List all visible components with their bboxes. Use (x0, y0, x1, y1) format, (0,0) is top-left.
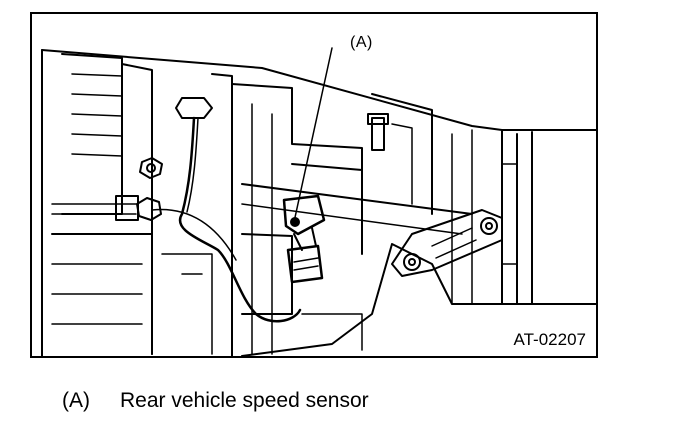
legend-description: Rear vehicle speed sensor (120, 389, 369, 412)
callout-label-a: (A) (350, 34, 373, 51)
output-housing (501, 129, 596, 305)
legend-key: (A) (62, 389, 90, 412)
figure-id: AT-02207 (513, 330, 586, 349)
callout-leader-line (293, 47, 333, 223)
legend: (A) Rear vehicle speed sensor (62, 389, 369, 413)
mounting-bracket (391, 209, 503, 277)
transmission-case (41, 49, 503, 356)
transmission-illustration (41, 47, 596, 356)
rear-vehicle-speed-sensor (282, 194, 326, 284)
bolts (136, 97, 389, 221)
harness-wire (51, 116, 302, 323)
figure-frame: (A) AT-02207 (30, 12, 598, 358)
